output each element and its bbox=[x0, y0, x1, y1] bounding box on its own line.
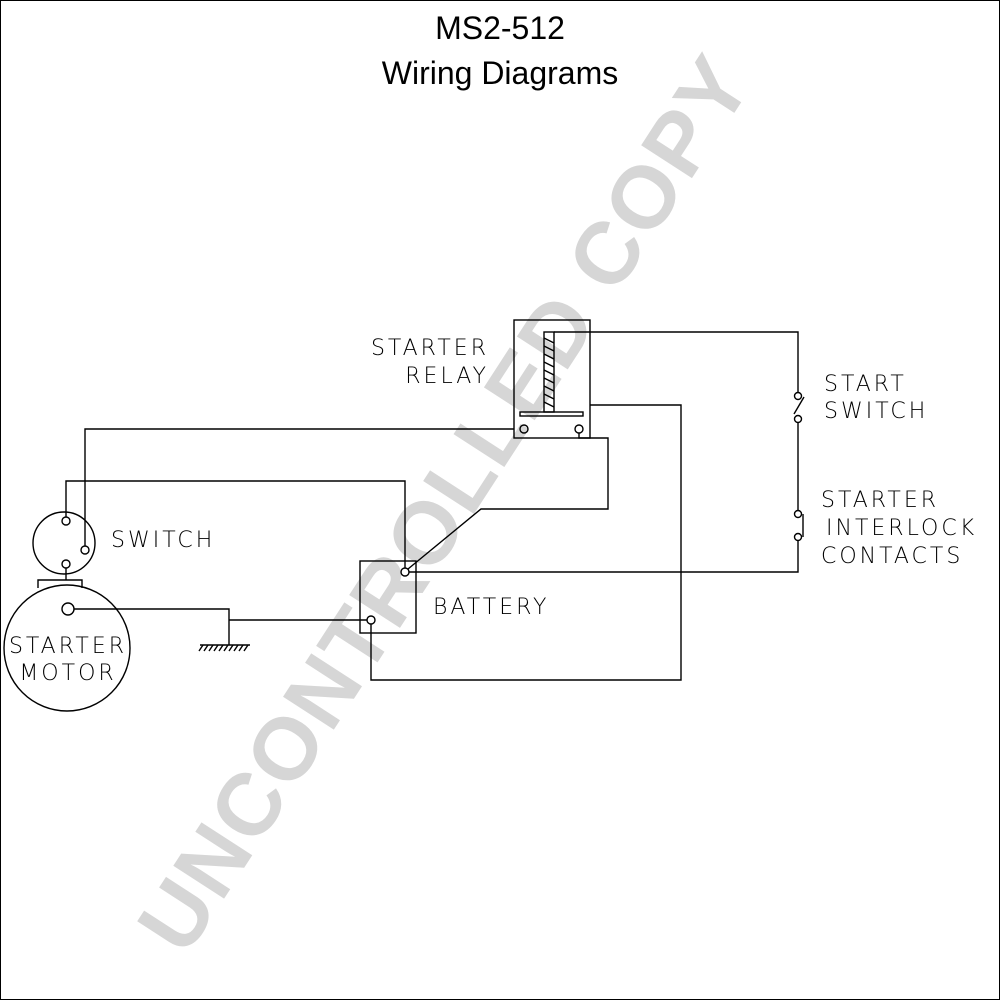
wire-switch-to-battery bbox=[65, 480, 406, 568]
wire-interlock-to-battery bbox=[409, 541, 799, 573]
label-starter-relay: STARTER RELAY bbox=[371, 336, 489, 389]
wire-relay-to-battery bbox=[407, 433, 609, 570]
start-switch-icon bbox=[793, 391, 805, 424]
relay-contact-bar bbox=[519, 411, 584, 417]
ground-icon bbox=[198, 644, 250, 652]
relay-terminal-left bbox=[519, 424, 529, 434]
label-starter-motor-line2: MOTOR bbox=[19, 661, 116, 686]
starter-motor-circle bbox=[3, 584, 131, 712]
starter-relay-box bbox=[513, 319, 591, 439]
label-start-switch-line1: START bbox=[824, 372, 907, 397]
model-title: MS2-512 bbox=[435, 10, 565, 46]
relay-terminal-right bbox=[574, 424, 584, 434]
label-starter-motor-line1: STARTER bbox=[9, 634, 127, 659]
switch-bracket bbox=[37, 579, 83, 588]
watermark-text: UNCONTROLLED COPY bbox=[118, 38, 771, 969]
switch-terminal-right bbox=[80, 545, 90, 555]
label-interlock-line3: CONTACTS bbox=[821, 544, 963, 569]
label-start-switch: START SWITCH bbox=[824, 372, 928, 424]
label-battery: BATTERY bbox=[433, 595, 549, 620]
starter-motor-terminal bbox=[61, 602, 75, 616]
switch-circle bbox=[32, 511, 96, 575]
battery-box bbox=[359, 560, 417, 634]
label-starter-relay-line1: STARTER bbox=[371, 336, 489, 361]
label-interlock-line2: INTERLOCK bbox=[826, 516, 977, 541]
label-starter-motor: STARTER MOTOR bbox=[9, 634, 127, 686]
wire-relay-coil-to-start-switch bbox=[554, 331, 799, 392]
wire-motor-to-ground bbox=[74, 608, 230, 645]
label-starter-relay-line2: RELAY bbox=[405, 364, 489, 389]
label-switch: SWITCH bbox=[111, 528, 215, 553]
wire-relay-to-ground-return bbox=[370, 404, 682, 681]
label-interlock-line1: STARTER bbox=[821, 488, 939, 513]
interlock-contacts-icon bbox=[793, 509, 804, 542]
diagram-subtitle: Wiring Diagrams bbox=[381, 55, 619, 91]
wire-switch-to-relay bbox=[84, 428, 514, 546]
switch-terminal-top bbox=[61, 516, 71, 526]
switch-terminal-bottom bbox=[61, 559, 71, 569]
label-interlock-contacts: STARTER INTERLOCK CONTACTS bbox=[821, 488, 977, 569]
label-start-switch-line2: SWITCH bbox=[824, 399, 928, 424]
